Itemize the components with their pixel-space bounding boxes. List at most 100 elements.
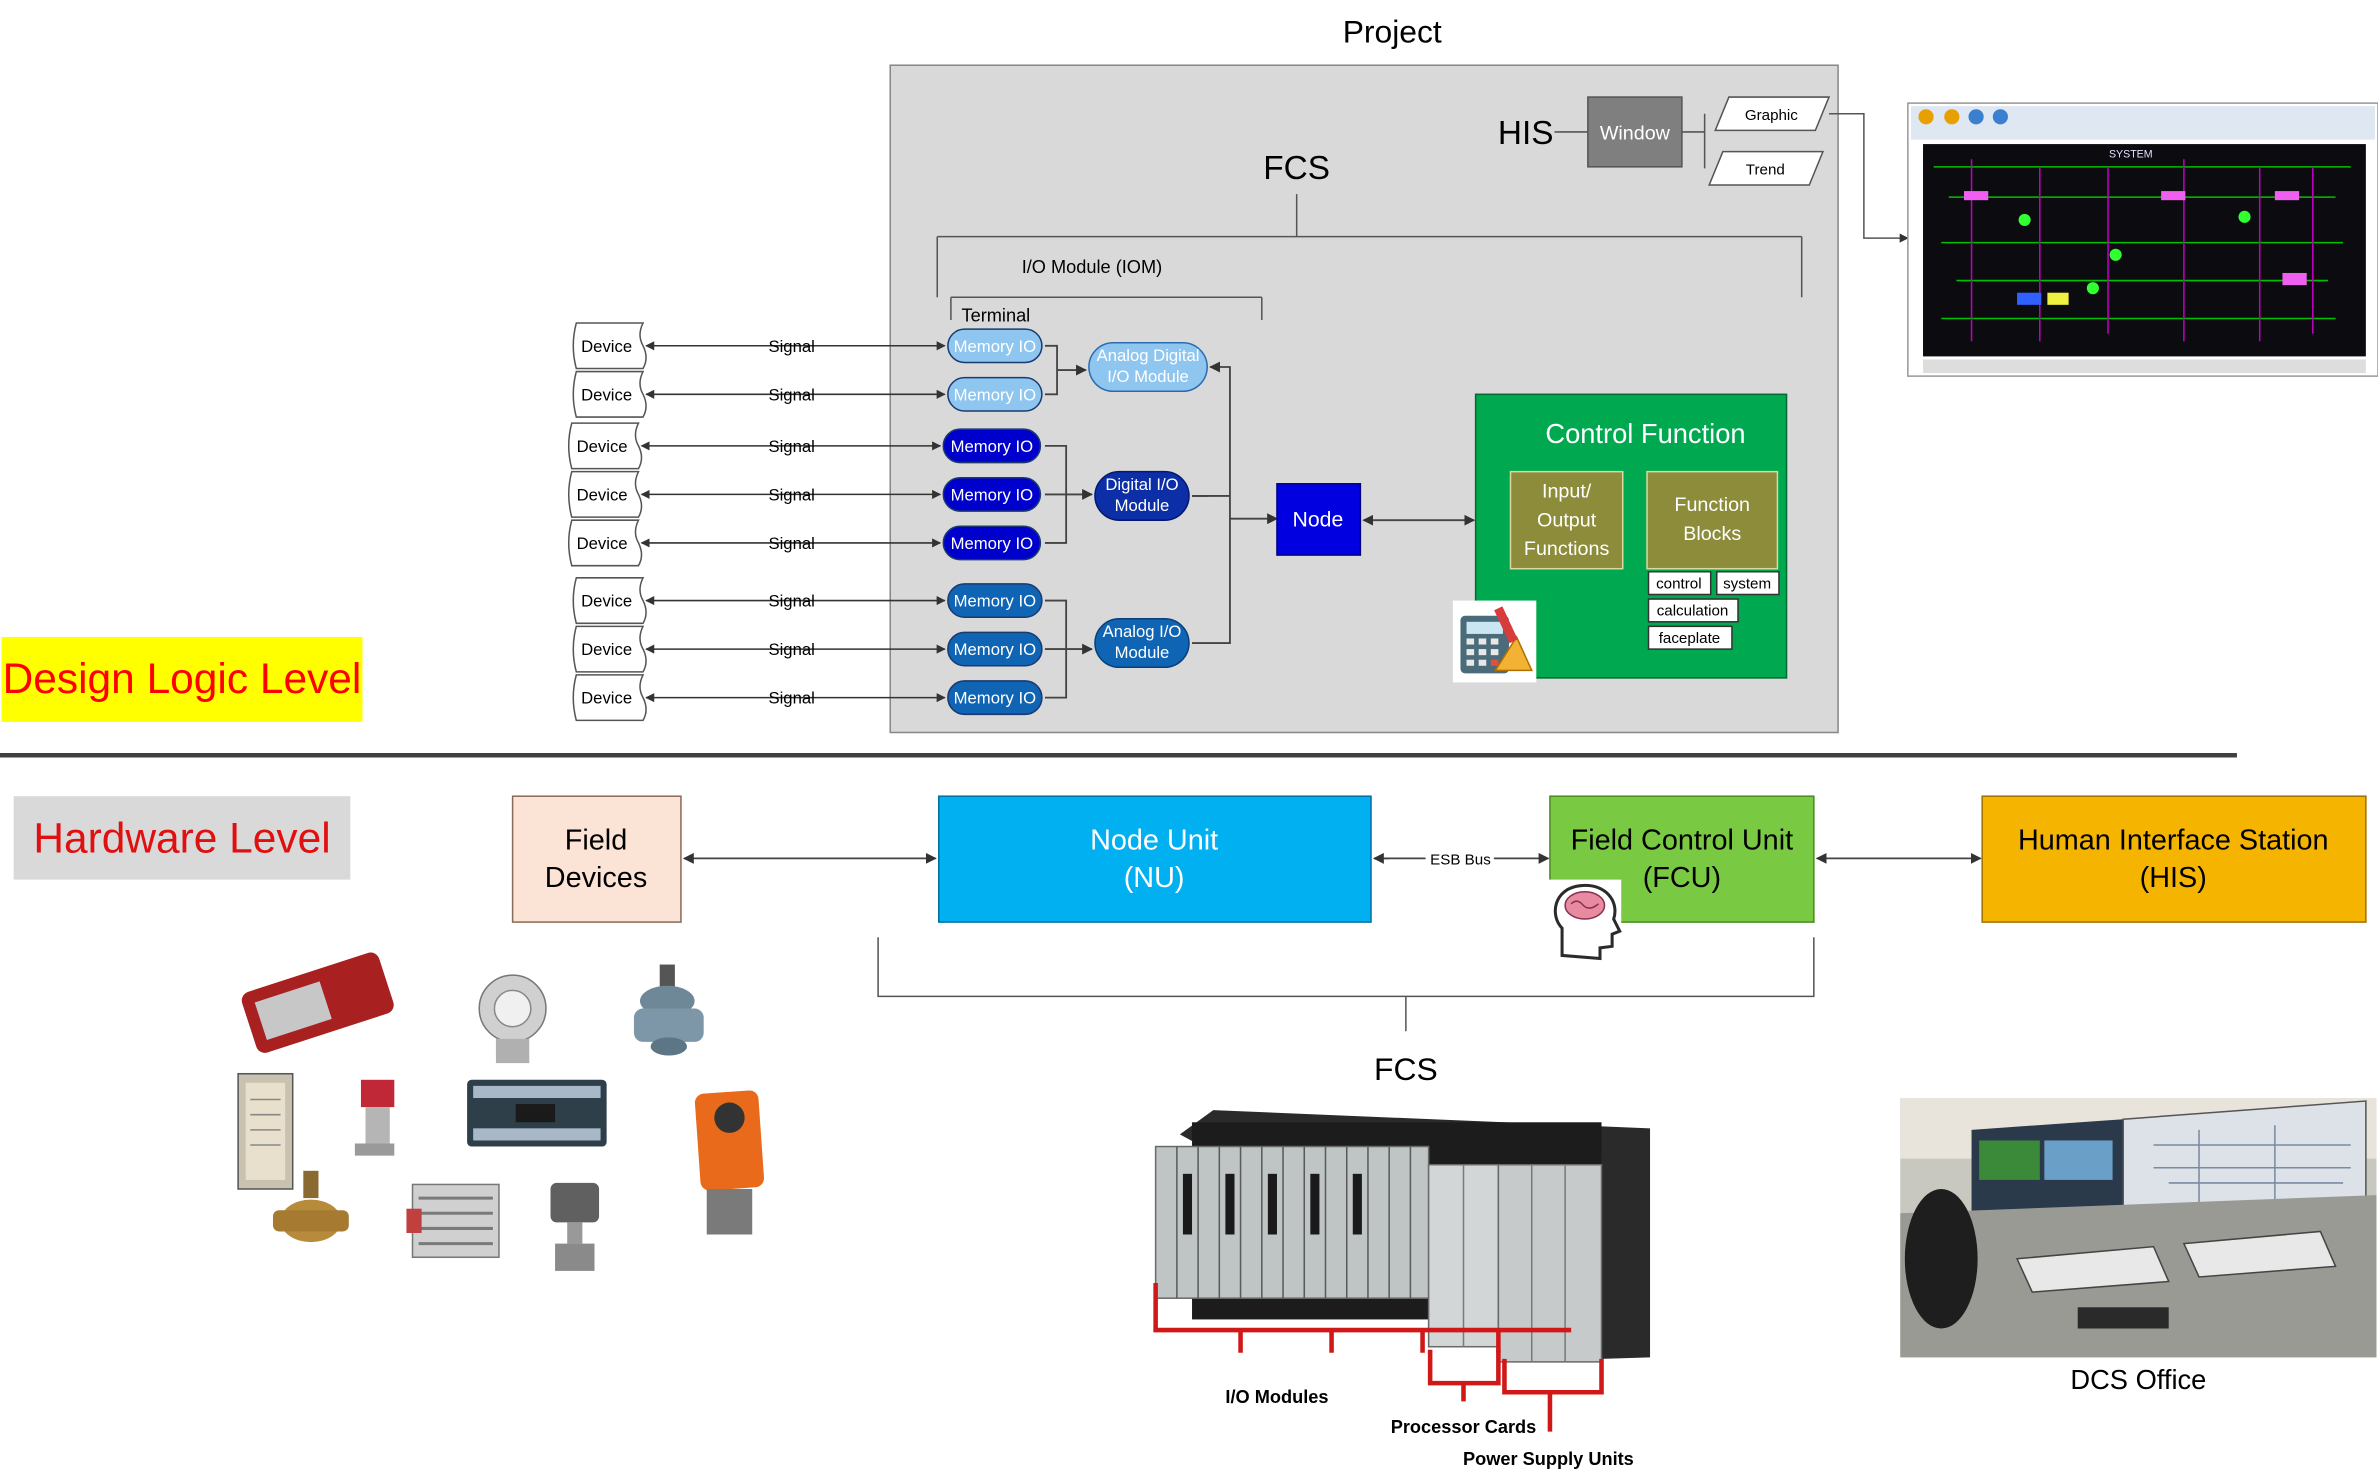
brass-valve-image [272,1170,349,1243]
memory-io-block[interactable] [947,328,1043,364]
io-modules-label: I/O Modules [1225,1387,1328,1407]
svg-text:SYSTEM: SYSTEM [2109,149,2153,161]
signal-label: Signal [768,592,814,611]
device-label: Device [581,592,632,611]
signal-label: Signal [768,534,814,553]
his-design-title: HIS [1498,115,1554,152]
controller-module-image [467,1079,607,1147]
brain-head-icon [1548,879,1622,968]
tag-faceplate-label: faceplate [1659,630,1721,647]
node-label: Node [1293,508,1344,531]
device-block[interactable] [572,674,647,722]
io-functions-label-3: Functions [1524,538,1610,560]
memory-io-block[interactable] [947,583,1043,619]
device-label: Device [577,437,628,456]
window-label: Window [1600,123,1671,145]
power-supply-units-label: Power Supply Units [1463,1449,1634,1469]
hardware-level-banner [13,796,351,880]
actuator-orange-image [694,1090,765,1235]
tag-calculation[interactable] [1647,598,1739,623]
digital-io-module-label-1: Digital I/O [1105,475,1178,494]
digital-io-module[interactable] [1094,470,1190,521]
analog-digital-io-module-label-2: I/O Module [1107,367,1189,386]
memory-io-block[interactable] [942,428,1042,464]
fcs-hardware-title: FCS [1374,1051,1438,1087]
signal-label: Signal [768,437,814,456]
tag-system-label: system [1723,575,1771,592]
function-blocks-block[interactable] [1646,470,1779,570]
device-block[interactable] [567,422,643,470]
node-unit-label-2: (NU) [1124,862,1185,894]
signal-label: Signal [768,640,814,659]
his-block[interactable] [1981,795,2367,923]
memory-io-label: Memory IO [951,437,1033,456]
device-block[interactable] [567,519,643,567]
fcs-design-title: FCS [1263,150,1330,187]
node-unit-block[interactable] [938,795,1372,923]
device-label: Device [581,640,632,659]
digital-io-module-label-2: Module [1115,496,1170,515]
window-block[interactable] [1587,96,1683,168]
tag-control[interactable] [1647,570,1712,596]
his-label-2: (HIS) [2140,862,2207,894]
io-functions-label-2: Output [1537,509,1597,531]
graphic-block[interactable] [1714,96,1831,132]
analog-io-module-label-1: Analog I/O [1103,622,1182,641]
device-label: Device [581,689,632,708]
fcu-label-2: (FCU) [1643,862,1721,894]
memory-io-label: Memory IO [954,385,1036,404]
actuator-red-image [241,952,394,1053]
device-block[interactable] [572,625,647,673]
node-block[interactable] [1276,483,1362,556]
device-block[interactable] [567,470,643,518]
trend-block[interactable] [1708,150,1825,186]
io-functions-block[interactable] [1509,470,1624,570]
memory-io-block[interactable] [942,476,1042,512]
field-devices-block[interactable] [511,795,682,923]
device-block[interactable] [572,370,647,418]
tag-faceplate[interactable] [1647,625,1733,650]
memory-io-block[interactable] [947,376,1043,412]
memory-io-block[interactable] [947,631,1043,667]
memory-io-label: Memory IO [954,337,1036,356]
memory-io-label: Memory IO [951,485,1033,504]
device-block[interactable] [572,577,647,625]
io-functions-label-1: Input/ [1542,480,1592,502]
trend-label: Trend [1746,161,1785,178]
analog-io-module[interactable] [1094,618,1190,669]
function-blocks-label-2: Blocks [1683,523,1741,545]
signal-label: Signal [768,337,814,356]
signal-label: Signal [768,485,814,504]
memory-io-label: Memory IO [954,640,1036,659]
processor-cards-label: Processor Cards [1391,1417,1537,1437]
memory-io-block[interactable] [942,525,1042,561]
tag-control-label: control [1656,575,1702,592]
device-label: Device [581,337,632,356]
graphic-label: Graphic [1745,107,1798,124]
iom-title: I/O Module (IOM) [1022,257,1162,277]
memory-io-block[interactable] [947,680,1043,716]
pressure-sensor-image [354,1079,395,1156]
control-valve-image [633,964,704,1056]
design-level-label: Design Logic Level [3,655,362,702]
calculator-icon [1452,600,1537,683]
tag-system[interactable] [1716,570,1780,596]
field-devices-label-2: Devices [545,862,647,894]
fcu-label-1: Field Control Unit [1571,824,1793,856]
signal-label: Signal [768,689,814,708]
dcs-office-photo [1900,1098,2377,1358]
hardware-level-label: Hardware Level [33,814,330,861]
memory-io-label: Memory IO [954,592,1036,611]
memory-io-label: Memory IO [954,689,1036,708]
design-level-banner [1,636,363,722]
function-blocks-label-1: Function [1674,494,1750,516]
control-function-title: Control Function [1545,418,1745,449]
fcs-cabinet-photo [1153,1110,1651,1432]
device-label: Device [577,534,628,553]
control-panel-image [237,1072,294,1190]
project-title: Project [1343,13,1442,49]
device-block[interactable] [572,322,647,370]
